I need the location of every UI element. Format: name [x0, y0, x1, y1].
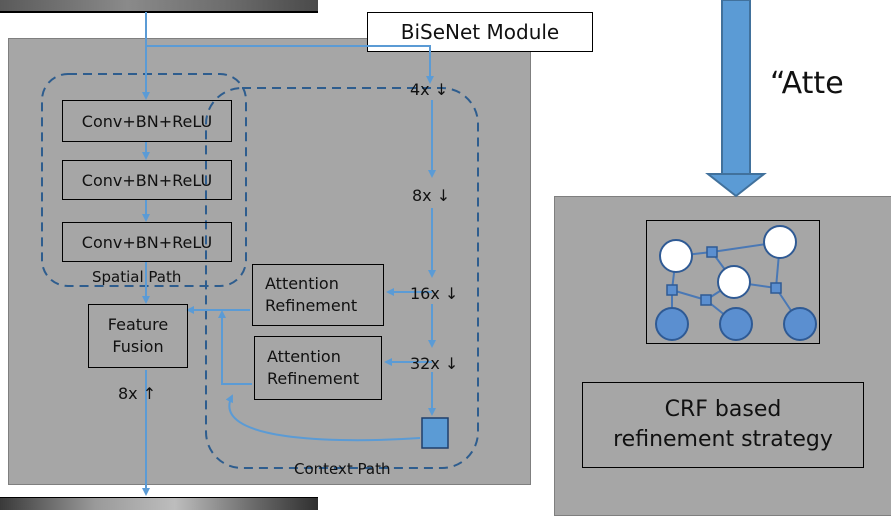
upsample-label: 8x ↑	[118, 384, 157, 403]
conv-block-3-label: Conv+BN+ReLU	[81, 232, 213, 252]
input-line	[145, 12, 434, 84]
conv-block-1-label: Conv+BN+ReLU	[81, 111, 213, 131]
attention-refinement-block-1: Attention Refinement	[252, 264, 384, 326]
crf-node-dark-2	[719, 307, 753, 341]
feature-fusion-block: Feature Fusion	[88, 304, 188, 368]
crf-graph-box	[646, 220, 820, 344]
context-path-region	[205, 87, 479, 469]
bisenet-title-text: BiSeNet Module	[400, 20, 560, 44]
crf-node-light-3	[717, 265, 751, 299]
context-path-label: Context Path	[294, 460, 391, 478]
global-pool-block	[421, 417, 449, 449]
pool-to-arm2-curve	[225, 394, 421, 442]
crf-factor-2	[666, 284, 678, 296]
spatial-path-region	[41, 73, 247, 287]
conv-bn-relu-block-3: Conv+BN+ReLU	[62, 222, 232, 262]
crf-node-dark-3	[783, 307, 817, 341]
crf-panel	[554, 196, 891, 516]
arm1-label: Attention Refinement	[265, 274, 358, 315]
scale-label-8x: 8x ↓	[412, 186, 451, 205]
input-image-strip	[0, 0, 318, 13]
spatial-path-label: Spatial Path	[92, 268, 182, 286]
arm2-label: Attention Refinement	[267, 347, 360, 388]
crf-factor-4	[770, 282, 782, 294]
feature-fusion-label: Feature Fusion	[107, 315, 169, 356]
attention-quote-text: “Atte	[770, 66, 844, 101]
scale-label-32x: 32x ↓	[410, 354, 459, 373]
crf-factor-1	[706, 246, 718, 258]
crf-refinement-label: CRF based refinement strategy	[613, 397, 833, 452]
big-down-arrow	[705, 0, 767, 198]
crf-node-light-1	[659, 239, 693, 273]
crf-node-dark-1	[655, 307, 689, 341]
crf-factor-3	[700, 294, 712, 306]
crf-node-light-2	[763, 225, 797, 259]
output-image-strip	[0, 497, 318, 510]
arm2-to-fusion-arrow	[218, 310, 252, 385]
scale-label-16x: 16x ↓	[410, 284, 459, 303]
conv-bn-relu-block-1: Conv+BN+ReLU	[62, 100, 232, 142]
conv-block-2-label: Conv+BN+ReLU	[81, 170, 213, 190]
conv-bn-relu-block-2: Conv+BN+ReLU	[62, 160, 232, 200]
attention-refinement-block-2: Attention Refinement	[254, 336, 382, 400]
scale-label-4x: 4x ↓	[410, 80, 449, 99]
crf-refinement-label-box: CRF based refinement strategy	[582, 382, 864, 468]
